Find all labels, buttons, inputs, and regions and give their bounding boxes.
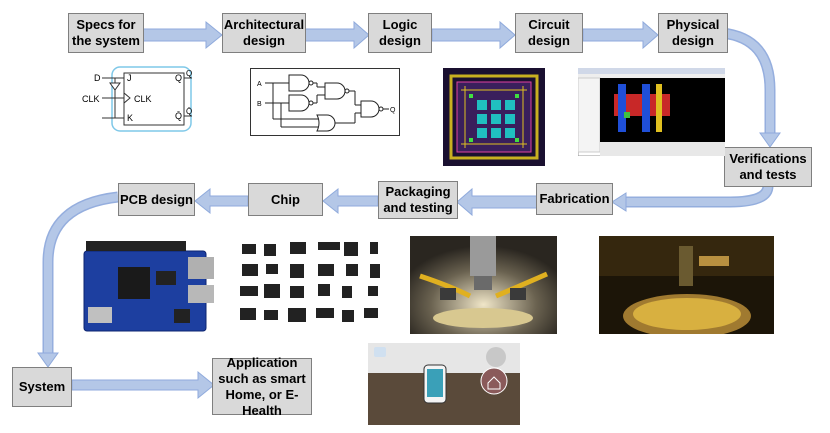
flipflop-qbar-label: Q̄ <box>175 111 182 121</box>
arrow-circuit-to-physical <box>582 20 659 50</box>
arrow-architectural-to-logic <box>303 20 370 50</box>
step-architectural: Architectural design <box>222 13 306 53</box>
pcb-board-image <box>78 237 218 337</box>
step-pcb-label: PCB design <box>120 191 193 207</box>
step-physical: Physical design <box>658 13 728 53</box>
probe-station-image <box>410 236 557 334</box>
physical-design-screenshot <box>578 68 725 156</box>
jk-flipflop-diagram: D J CLK CLK K Q Q̄ Q Q̄ <box>82 66 192 132</box>
step-verifications-label: Verifications and tests <box>729 151 807 182</box>
flipflop-q-label: Q <box>175 73 182 83</box>
step-system-label: System <box>18 379 66 394</box>
arrow-packaging-to-chip <box>322 187 379 215</box>
flipflop-clk-input-label: CLK <box>82 94 100 104</box>
step-fabrication-label: Fabrication <box>539 191 610 206</box>
logic-input-b-label: B <box>257 101 262 108</box>
step-circuit-label: Circuit design <box>528 17 570 48</box>
flipflop-clk-label: CLK <box>134 94 152 104</box>
wafer-fabrication-image <box>599 236 774 334</box>
step-circuit: Circuit design <box>515 13 583 53</box>
nand-gate-3 <box>324 82 346 100</box>
flipflop-d-label: D <box>94 73 101 83</box>
step-physical-label: Physical design <box>666 17 720 48</box>
step-application: Application such as smart Home, or E-Hea… <box>212 355 312 418</box>
smart-home-image <box>368 343 520 425</box>
step-chip-label: Chip <box>271 191 300 207</box>
arrow-specs-to-architectural <box>141 20 223 50</box>
flipflop-k-label: K <box>127 113 133 123</box>
arrow-fabrication-to-packaging <box>456 187 538 217</box>
step-logic-label: Logic design <box>379 17 421 48</box>
step-pcb: PCB design <box>118 183 195 216</box>
arrow-logic-to-circuit <box>431 20 516 50</box>
arrow-physical-to-verifications <box>721 27 776 134</box>
step-architectural-label: Architectural design <box>223 17 305 48</box>
arrow-chip-to-pcb <box>194 187 249 215</box>
nand-gate-2 <box>288 94 310 112</box>
step-specs: Specs for the system <box>68 13 144 53</box>
step-packaging-label: Packaging and testing <box>383 184 453 215</box>
step-logic: Logic design <box>368 13 432 53</box>
step-system: System <box>12 367 72 407</box>
flipflop-j-label: J <box>127 73 132 83</box>
logic-input-a-label: A <box>257 81 262 88</box>
arrow-system-to-application <box>71 370 215 400</box>
step-application-label: Application such as smart Home, or E-Hea… <box>218 354 306 418</box>
step-specs-label: Specs for the system <box>72 17 140 48</box>
step-verifications: Verifications and tests <box>724 147 812 187</box>
flipflop-qbar-output-label: Q̄ <box>186 107 192 116</box>
nand-gate-4 <box>360 100 380 118</box>
or-gate <box>316 114 336 132</box>
logic-gates-diagram: A B Q <box>250 68 400 136</box>
step-fabrication: Fabrication <box>536 183 613 215</box>
step-chip: Chip <box>248 183 323 216</box>
chip-packages-image <box>234 238 384 338</box>
step-packaging: Packaging and testing <box>378 181 458 219</box>
nand-gate-1 <box>288 74 310 92</box>
logic-output-q-label: Q <box>390 107 396 114</box>
circuit-layout-image <box>443 68 545 166</box>
flipflop-q-output-label: Q <box>186 69 192 78</box>
